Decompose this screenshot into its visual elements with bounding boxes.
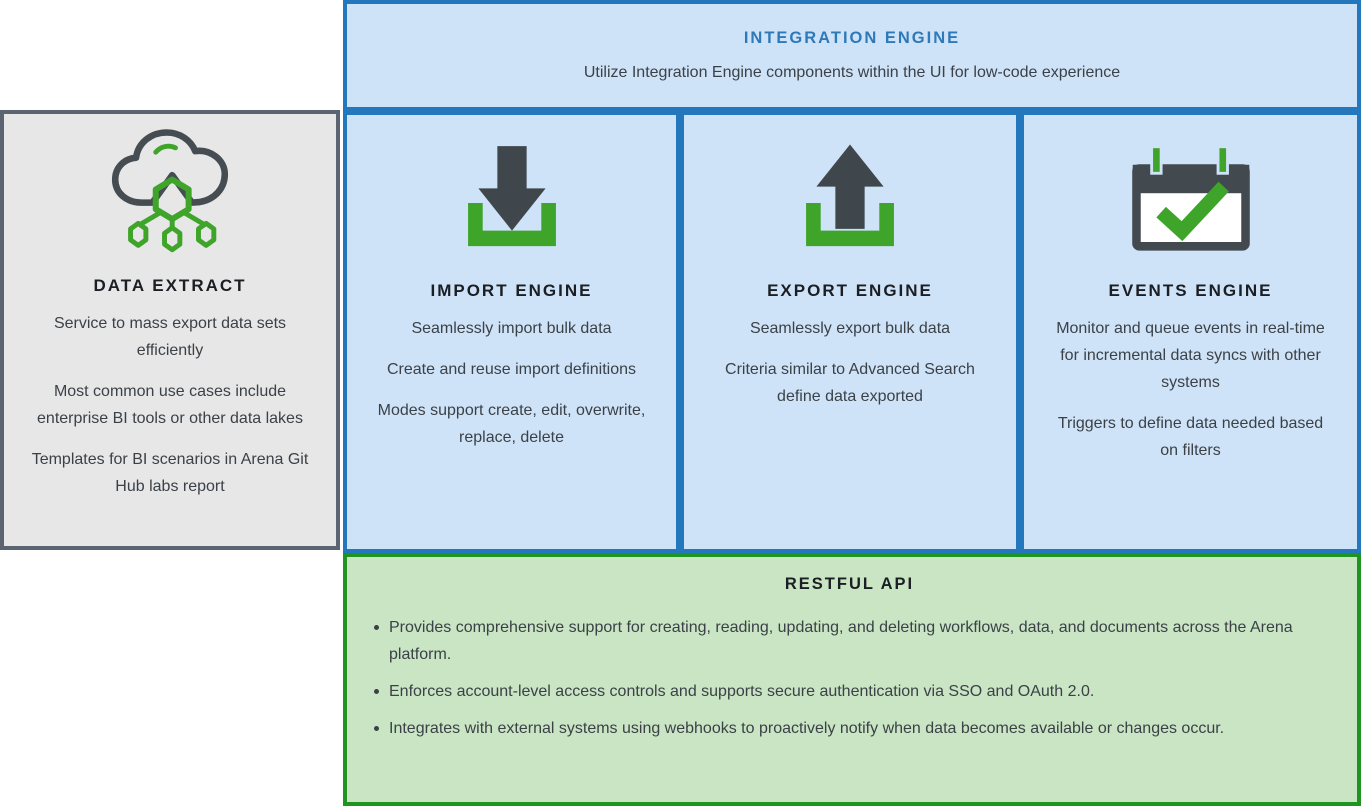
events-engine-card: EVENTS ENGINE Monitor and queue events i… <box>1020 111 1361 553</box>
import-engine-paragraph: Seamlessly import bulk data <box>411 320 612 337</box>
data-extract-paragraph: Most common use cases include enterprise… <box>37 383 303 427</box>
restful-api-title: RESTFUL API <box>784 575 915 593</box>
import-engine-paragraph: Create and reuse import definitions <box>386 361 637 378</box>
download-tray-icon <box>359 139 664 255</box>
upload-tray-icon-svg <box>806 144 894 247</box>
restful-api-bullet: Integrates with external systems using w… <box>372 715 1319 742</box>
cloud-network-icon-svg <box>111 129 229 253</box>
import-engine-card: IMPORT ENGINE Seamlessly import bulk dat… <box>343 111 680 553</box>
upload-tray-icon <box>696 139 1004 255</box>
export-engine-paragraph: Seamlessly export bulk data <box>749 320 951 337</box>
restful-api-bullet-list: Provides comprehensive support for creat… <box>372 614 1327 742</box>
calendar-check-icon-svg <box>1131 145 1250 251</box>
data-extract-paragraph: Service to mass export data sets efficie… <box>53 315 287 359</box>
data-extract-card: DATA EXTRACT Service to mass export data… <box>0 110 340 550</box>
banner-title: INTEGRATION ENGINE <box>743 29 961 47</box>
import-engine-title: IMPORT ENGINE <box>430 281 593 300</box>
integration-engine-banner: INTEGRATION ENGINE Utilize Integration E… <box>343 0 1361 111</box>
export-engine-card: EXPORT ENGINE Seamlessly export bulk dat… <box>680 111 1020 553</box>
data-extract-paragraph: Templates for BI scenarios in Arena Git … <box>31 451 309 495</box>
events-engine-title: EVENTS ENGINE <box>1108 281 1273 300</box>
restful-api-bullet: Enforces account-level access controls a… <box>372 678 1319 705</box>
banner-subtitle: Utilize Integration Engine components wi… <box>583 64 1121 81</box>
export-engine-paragraph: Criteria similar to Advanced Search defi… <box>725 361 975 405</box>
data-extract-title: DATA EXTRACT <box>93 276 247 295</box>
restful-api-bullet: Provides comprehensive support for creat… <box>372 614 1319 668</box>
calendar-check-icon <box>1036 139 1345 255</box>
export-engine-title: EXPORT ENGINE <box>767 281 933 300</box>
restful-api-card: RESTFUL API Provides comprehensive suppo… <box>343 553 1361 806</box>
import-engine-paragraph: Modes support create, edit, overwrite, r… <box>377 402 646 446</box>
events-engine-paragraph: Monitor and queue events in real-time fo… <box>1056 320 1325 391</box>
cloud-network-icon <box>18 126 322 254</box>
events-engine-paragraph: Triggers to define data needed based on … <box>1057 415 1324 459</box>
download-tray-icon-svg <box>467 146 556 247</box>
